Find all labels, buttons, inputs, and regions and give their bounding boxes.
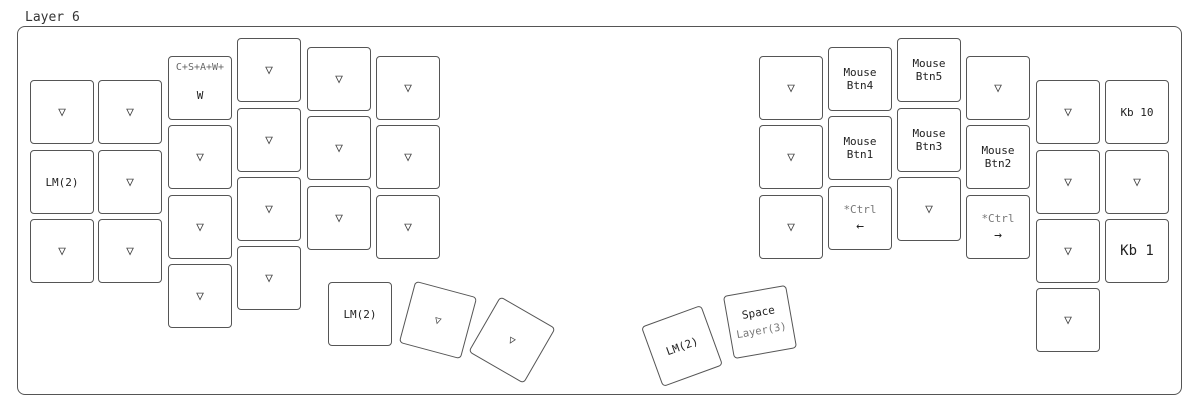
key-l-c1-r1: ▽ [98, 150, 162, 214]
key-l-c3-r3: ▽ [237, 246, 301, 310]
key-r-c5-r0: Kb 10 [1105, 80, 1169, 144]
key-hold-label: Layer(3) [735, 320, 788, 342]
key-l-c5-r2: ▽ [376, 195, 440, 259]
key-label: ▽ [1133, 174, 1141, 190]
key-l-c2-r0: C+S+A+W+ W [168, 56, 232, 120]
key-label: ▽ [404, 80, 412, 96]
key-label: ▽ [925, 201, 933, 217]
key-label: ▽ [994, 80, 1002, 96]
layer-title: Layer 6 [25, 10, 80, 25]
key-r-c1-r0: Mouse Btn4 [828, 47, 892, 111]
key-label: Kb 1 [1120, 242, 1154, 259]
key-label: ▽ [505, 332, 519, 348]
key-r-c4-r1: ▽ [1036, 150, 1100, 214]
key-label: ▽ [787, 80, 795, 96]
key-label: Space [740, 303, 776, 322]
key-label: → [994, 228, 1002, 243]
key-r-c5-r1: ▽ [1105, 150, 1169, 214]
key-shifted-label: C+S+A+W+ [175, 62, 225, 73]
key-l-c5-r1: ▽ [376, 125, 440, 189]
key-r-c4-r2: ▽ [1036, 219, 1100, 283]
key-l-c0-r2: ▽ [30, 219, 94, 283]
key-r-c3-r1: Mouse Btn2 [966, 125, 1030, 189]
key-label: ▽ [265, 201, 273, 217]
key-shifted-label: *Ctrl [981, 212, 1015, 225]
key-l-c3-r1: ▽ [237, 108, 301, 172]
key-r-thumb-1: Space Layer(3) [722, 284, 798, 360]
key-r-c4-r3: ▽ [1036, 288, 1100, 352]
key-label: LM(2) [664, 334, 700, 358]
key-r-c3-r2: *Ctrl → [966, 195, 1030, 259]
key-label: ▽ [433, 312, 443, 328]
key-label: ▽ [404, 149, 412, 165]
key-r-c4-r0: ▽ [1036, 80, 1100, 144]
key-label: ▽ [196, 219, 204, 235]
key-label: ▽ [335, 71, 343, 87]
key-l-c4-r1: ▽ [307, 116, 371, 180]
key-label: ▽ [58, 104, 66, 120]
key-label: W [196, 88, 204, 102]
key-label: ← [856, 219, 864, 234]
key-l-c1-r0: ▽ [98, 80, 162, 144]
key-r-c2-r0: Mouse Btn5 [897, 38, 961, 102]
key-r-c1-r2: *Ctrl ← [828, 186, 892, 250]
key-label: ▽ [126, 104, 134, 120]
key-l-c4-r2: ▽ [307, 186, 371, 250]
key-r-c0-r2: ▽ [759, 195, 823, 259]
key-r-c5-r2: Kb 1 [1105, 219, 1169, 283]
key-label: Mouse Btn3 [912, 127, 946, 153]
key-l-c3-r0: ▽ [237, 38, 301, 102]
key-label: ▽ [196, 149, 204, 165]
key-r-c2-r1: Mouse Btn3 [897, 108, 961, 172]
key-r-c1-r1: Mouse Btn1 [828, 116, 892, 180]
key-label: ▽ [787, 149, 795, 165]
key-label: ▽ [1064, 174, 1072, 190]
key-label: Kb 10 [1120, 105, 1154, 119]
key-label: ▽ [335, 210, 343, 226]
key-label: LM(2) [343, 307, 377, 321]
key-r-c2-r2: ▽ [897, 177, 961, 241]
key-label: ▽ [335, 140, 343, 156]
key-label: ▽ [126, 243, 134, 259]
key-l-c2-r3: ▽ [168, 264, 232, 328]
key-label: Mouse Btn5 [912, 57, 946, 83]
key-label: Mouse Btn4 [843, 66, 877, 92]
key-l-c5-r0: ▽ [376, 56, 440, 120]
key-l-c0-r0: ▽ [30, 80, 94, 144]
key-label: ▽ [265, 270, 273, 286]
key-l-c0-r1: LM(2) [30, 150, 94, 214]
key-label: LM(2) [45, 175, 79, 189]
key-r-c3-r0: ▽ [966, 56, 1030, 120]
key-label: Mouse Btn1 [843, 135, 877, 161]
key-label: ▽ [196, 288, 204, 304]
key-l-c1-r2: ▽ [98, 219, 162, 283]
key-label: ▽ [265, 62, 273, 78]
key-l-c3-r2: ▽ [237, 177, 301, 241]
key-label: ▽ [787, 219, 795, 235]
key-shifted-label: *Ctrl [843, 203, 877, 216]
key-label: ▽ [265, 132, 273, 148]
key-l-c4-r0: ▽ [307, 47, 371, 111]
keyboard-outline [17, 26, 1182, 395]
key-label: ▽ [1064, 243, 1072, 259]
key-label: ▽ [126, 174, 134, 190]
key-label: ▽ [1064, 312, 1072, 328]
key-r-c0-r1: ▽ [759, 125, 823, 189]
key-l-c2-r1: ▽ [168, 125, 232, 189]
key-label: ▽ [1064, 104, 1072, 120]
key-l-c2-r2: ▽ [168, 195, 232, 259]
key-r-c0-r0: ▽ [759, 56, 823, 120]
key-l-thumb-0: LM(2) [328, 282, 392, 346]
key-label: Mouse Btn2 [981, 144, 1015, 170]
key-label: ▽ [58, 243, 66, 259]
key-label: ▽ [404, 219, 412, 235]
